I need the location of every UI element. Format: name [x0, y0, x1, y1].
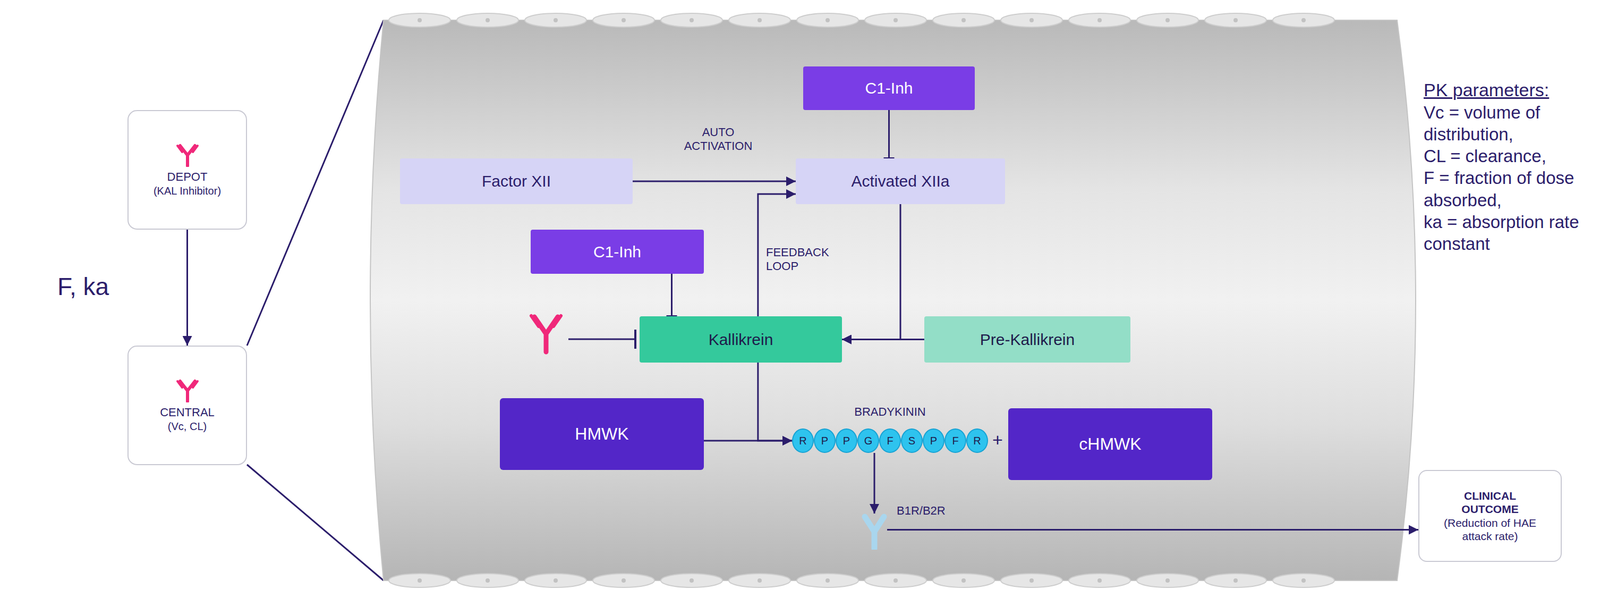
- flow-arrow: [873, 452, 876, 514]
- pk-heading: PK parameters:: [1423, 78, 1593, 102]
- flow-arrow: [841, 338, 925, 340]
- node-subtitle: (Reduction of HAE attack rate): [1443, 515, 1537, 543]
- pk-definition: ka = absorption rate constant: [1423, 210, 1593, 255]
- pk-definition: Vc = volume of distribution,: [1423, 101, 1593, 146]
- inhibitor-box: C1-Inh: [530, 229, 704, 274]
- zoom-line: [247, 464, 384, 581]
- antibody-icon: [175, 142, 200, 167]
- protein-box: HMWK: [499, 397, 704, 470]
- node-title: Kallikrein: [708, 329, 774, 350]
- amino-acid: R: [966, 428, 989, 453]
- inhibition-line: [670, 273, 673, 317]
- amino-acid: F: [879, 428, 901, 453]
- node-subtitle: (KAL Inhibitor): [153, 184, 221, 198]
- edge-label: AUTO ACTIVATION: [670, 125, 767, 154]
- receptor-symbol: B1R/B2R: [861, 513, 888, 550]
- protein-box: cHMWK: [1008, 407, 1213, 480]
- node-title: C1-Inh: [864, 78, 913, 98]
- blood-vessel: [370, 20, 1416, 581]
- flow-arrow: [841, 203, 901, 340]
- flow-arrow: [632, 180, 796, 183]
- node-title: Factor XII: [481, 171, 551, 191]
- node-title: DEPOT: [167, 169, 208, 184]
- pk-definition: CL = clearance,: [1423, 145, 1593, 167]
- pk-definition: F = fraction of dose absorbed,: [1423, 166, 1593, 211]
- node-subtitle: (Vc, CL): [167, 419, 207, 433]
- amino-acid: F: [944, 428, 967, 453]
- factor-box: Activated XIIa: [795, 158, 1006, 204]
- edge-label: F, ka: [57, 271, 143, 302]
- peptide-name: BRADYKININ: [792, 404, 989, 419]
- amino-acid: P: [835, 428, 858, 453]
- zymogen-box: Pre-Kallikrein: [924, 316, 1131, 363]
- flow-arrow: [758, 362, 793, 441]
- pk-legend-panel: PK parameters:Vc = volume of distributio…: [1423, 78, 1593, 255]
- node-title: Activated XIIa: [850, 171, 950, 191]
- node-title: CENTRAL: [159, 405, 215, 420]
- receptor-label: B1R/B2R: [896, 503, 946, 518]
- outcome-box: CLINICAL OUTCOME(Reduction of HAE attack…: [1418, 469, 1562, 562]
- node-title: Pre-Kallikrein: [980, 329, 1075, 350]
- antibody-inhibitor: [531, 315, 636, 352]
- amino-acid: R: [792, 428, 814, 453]
- amino-acid: S: [900, 428, 923, 453]
- peptide-chain: BRADYKININRPPGFSPFR: [792, 428, 989, 453]
- inhibition-line: [888, 109, 890, 159]
- inhibitor-box: C1-Inh: [803, 66, 975, 110]
- flow-arrow: [887, 528, 1419, 531]
- amino-acid: G: [857, 428, 880, 453]
- factor-box: Factor XII: [400, 158, 633, 204]
- flow-arrow: [186, 229, 189, 346]
- node-title: CLINICAL OUTCOME: [1443, 488, 1537, 516]
- node-title: HMWK: [574, 423, 629, 444]
- flow-arrow: [703, 439, 793, 442]
- compartment-box: DEPOT(KAL Inhibitor): [127, 109, 248, 230]
- compartment-box: CENTRAL(Vc, CL): [127, 345, 248, 465]
- plus-sign: +: [992, 428, 1003, 451]
- zoom-line: [247, 20, 384, 346]
- enzyme-box: Kallikrein: [639, 316, 842, 363]
- endothelial-cells: [388, 13, 1335, 587]
- edge-label: FEEDBACK LOOP: [766, 245, 841, 274]
- node-title: C1-Inh: [593, 242, 642, 262]
- amino-acid: P: [922, 428, 945, 453]
- amino-acid: P: [813, 428, 836, 453]
- receptor-icon: [861, 513, 888, 550]
- node-title: cHMWK: [1078, 433, 1142, 454]
- antibody-icon: [175, 377, 200, 403]
